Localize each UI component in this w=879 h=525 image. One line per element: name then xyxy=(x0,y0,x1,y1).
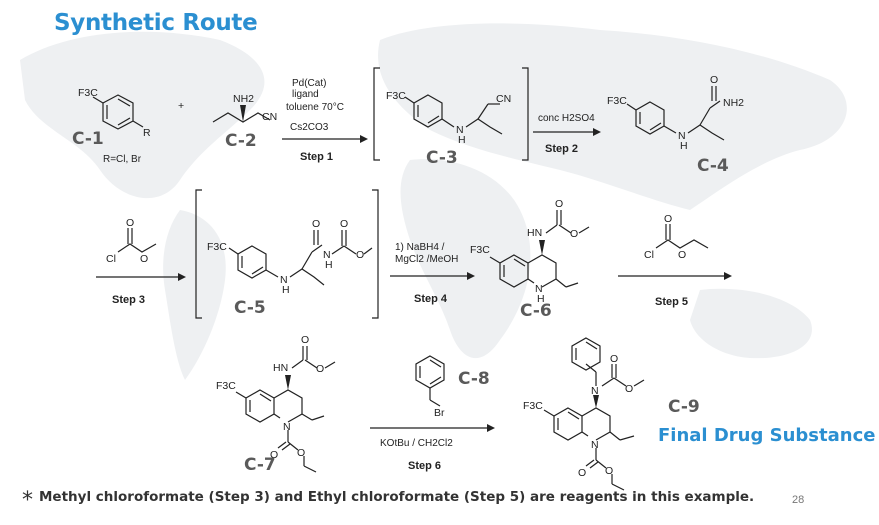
c6-o1-label: O xyxy=(555,198,563,210)
c9-label: C-9 xyxy=(668,397,700,417)
step3-arrow: Step 3 xyxy=(96,273,186,306)
ethyl-chloroformate: Cl O O xyxy=(644,213,709,261)
footnote: * Methyl chloroformate (Step 3) and Ethyl… xyxy=(22,488,754,513)
compound-c3: F3C N H CN C-3 xyxy=(373,67,529,168)
c1-label: C-1 xyxy=(72,129,104,149)
c5-o3-label: O xyxy=(356,249,364,261)
c3-h-label: H xyxy=(458,134,466,146)
mcf-cl-label: Cl xyxy=(106,253,116,265)
c3-cn-label: CN xyxy=(496,93,511,105)
step4-reagent-2: MgCl2 /MeOH xyxy=(395,254,458,265)
compound-c8: Br C-8 xyxy=(415,355,490,419)
c3-n-label: N xyxy=(456,124,464,136)
c7-o2-label: O xyxy=(316,363,324,375)
compound-c7: F3C HN O O N O O C-7 xyxy=(216,334,336,475)
compound-c6: F3C HN O O N H C-6 xyxy=(470,198,590,321)
c7-o1-label: O xyxy=(301,334,309,346)
c5-f3c-label: F3C xyxy=(207,241,227,253)
c5-h2-label: H xyxy=(325,259,333,271)
c5-label: C-5 xyxy=(234,298,266,318)
c1-f3c-label: F3C xyxy=(78,87,98,99)
c9-f3c-label: F3C xyxy=(523,400,543,412)
step3-label: Step 3 xyxy=(112,294,145,306)
page-number: 28 xyxy=(792,494,805,506)
step1-arrow: Pd(Cat) ligand toluene 70°C Cs2CO3 Step … xyxy=(282,78,368,163)
c6-f3c-label: F3C xyxy=(470,244,490,256)
ecf-o1-label: O xyxy=(664,213,672,225)
slide-title: Synthetic Route xyxy=(54,10,258,36)
c9-o2-label: O xyxy=(625,383,633,395)
step4-label: Step 4 xyxy=(414,293,448,305)
c4-nh2-label: NH2 xyxy=(723,97,744,109)
r-substituent-note: R=Cl, Br xyxy=(103,154,142,165)
c9-o1-label: O xyxy=(610,353,618,365)
final-drug-substance-label: Final Drug Substance xyxy=(658,425,875,446)
mcf-o1-label: O xyxy=(126,217,134,229)
c5-o1-label: O xyxy=(312,218,320,230)
c9-o4-label: O xyxy=(605,465,613,477)
compound-c4: F3C N H O NH2 C-4 xyxy=(607,74,744,176)
plus-sign: + xyxy=(178,100,184,112)
compound-c9: F3C N O O N O O C-9 Final Drug Substance xyxy=(523,337,875,491)
compound-c2: NH2 CN C-2 xyxy=(212,93,277,151)
c7-hn-label: HN xyxy=(273,362,288,374)
c9-n2-label: N xyxy=(591,439,599,451)
c2-nh2-label: NH2 xyxy=(233,93,254,105)
step4-arrow: 1) NaBH4 / MgCl2 /MeOH Step 4 xyxy=(390,242,475,305)
c6-n-label: N xyxy=(535,283,543,295)
c2-cn-label: CN xyxy=(262,111,277,123)
c5-o2-label: O xyxy=(340,218,348,230)
step2-reagent: conc H2SO4 xyxy=(538,113,595,124)
ecf-o2-label: O xyxy=(678,249,686,261)
c4-f3c-label: F3C xyxy=(607,95,627,107)
c7-label: C-7 xyxy=(244,455,276,475)
c5-n-label: N xyxy=(280,274,288,286)
c6-label: C-6 xyxy=(520,301,552,321)
c7-f3c-label: F3C xyxy=(216,380,236,392)
c4-o-label: O xyxy=(710,74,718,86)
step6-label: Step 6 xyxy=(408,460,441,472)
c5-h-label: H xyxy=(282,284,290,296)
step2-label: Step 2 xyxy=(545,143,578,155)
mcf-o2-label: O xyxy=(140,253,148,265)
footnote-text: Methyl chloroformate (Step 3) and Ethyl … xyxy=(39,489,755,505)
c5-n2-label: N xyxy=(323,249,331,261)
c9-o3-label: O xyxy=(578,467,586,479)
c9-n1-label: N xyxy=(591,385,599,397)
c8-br-label: Br xyxy=(434,407,445,419)
step2-arrow: conc H2SO4 Step 2 xyxy=(533,113,601,155)
c3-label: C-3 xyxy=(426,148,458,168)
step5-arrow: Step 5 xyxy=(618,272,732,308)
c6-hn-label: HN xyxy=(527,227,542,239)
footnote-asterisk: * xyxy=(22,488,33,513)
c7-n-label: N xyxy=(283,421,291,433)
c8-label: C-8 xyxy=(458,369,490,389)
compound-c1: F3C R C-1 R=Cl, Br xyxy=(72,87,151,165)
c7-o4-label: O xyxy=(297,447,305,459)
methyl-chloroformate: Cl O O xyxy=(106,217,157,265)
step6-arrow: KOtBu / CH2Cl2 Step 6 xyxy=(370,424,495,472)
step1-reagent-2: ligand xyxy=(292,89,319,100)
step1-reagent-4: Cs2CO3 xyxy=(290,122,329,133)
step1-reagent-3: toluene 70°C xyxy=(286,102,344,113)
c2-label: C-2 xyxy=(225,131,257,151)
step4-reagent-1: 1) NaBH4 / xyxy=(395,242,445,253)
c4-label: C-4 xyxy=(697,156,729,176)
compound-c5: F3C N H O N H O O C-5 xyxy=(195,189,379,319)
step1-reagent-1: Pd(Cat) xyxy=(292,78,326,89)
step6-reagent: KOtBu / CH2Cl2 xyxy=(380,438,453,449)
c1-r-label: R xyxy=(143,127,151,139)
ecf-cl-label: Cl xyxy=(644,249,654,261)
c4-n-label: N xyxy=(678,130,686,142)
c6-h-label: H xyxy=(537,293,545,305)
c4-h-label: H xyxy=(680,140,688,152)
c7-o3-label: O xyxy=(270,449,278,461)
step5-label: Step 5 xyxy=(655,296,688,308)
step1-label: Step 1 xyxy=(300,151,333,163)
c3-f3c-label: F3C xyxy=(386,90,406,102)
c6-o2-label: O xyxy=(570,228,578,240)
